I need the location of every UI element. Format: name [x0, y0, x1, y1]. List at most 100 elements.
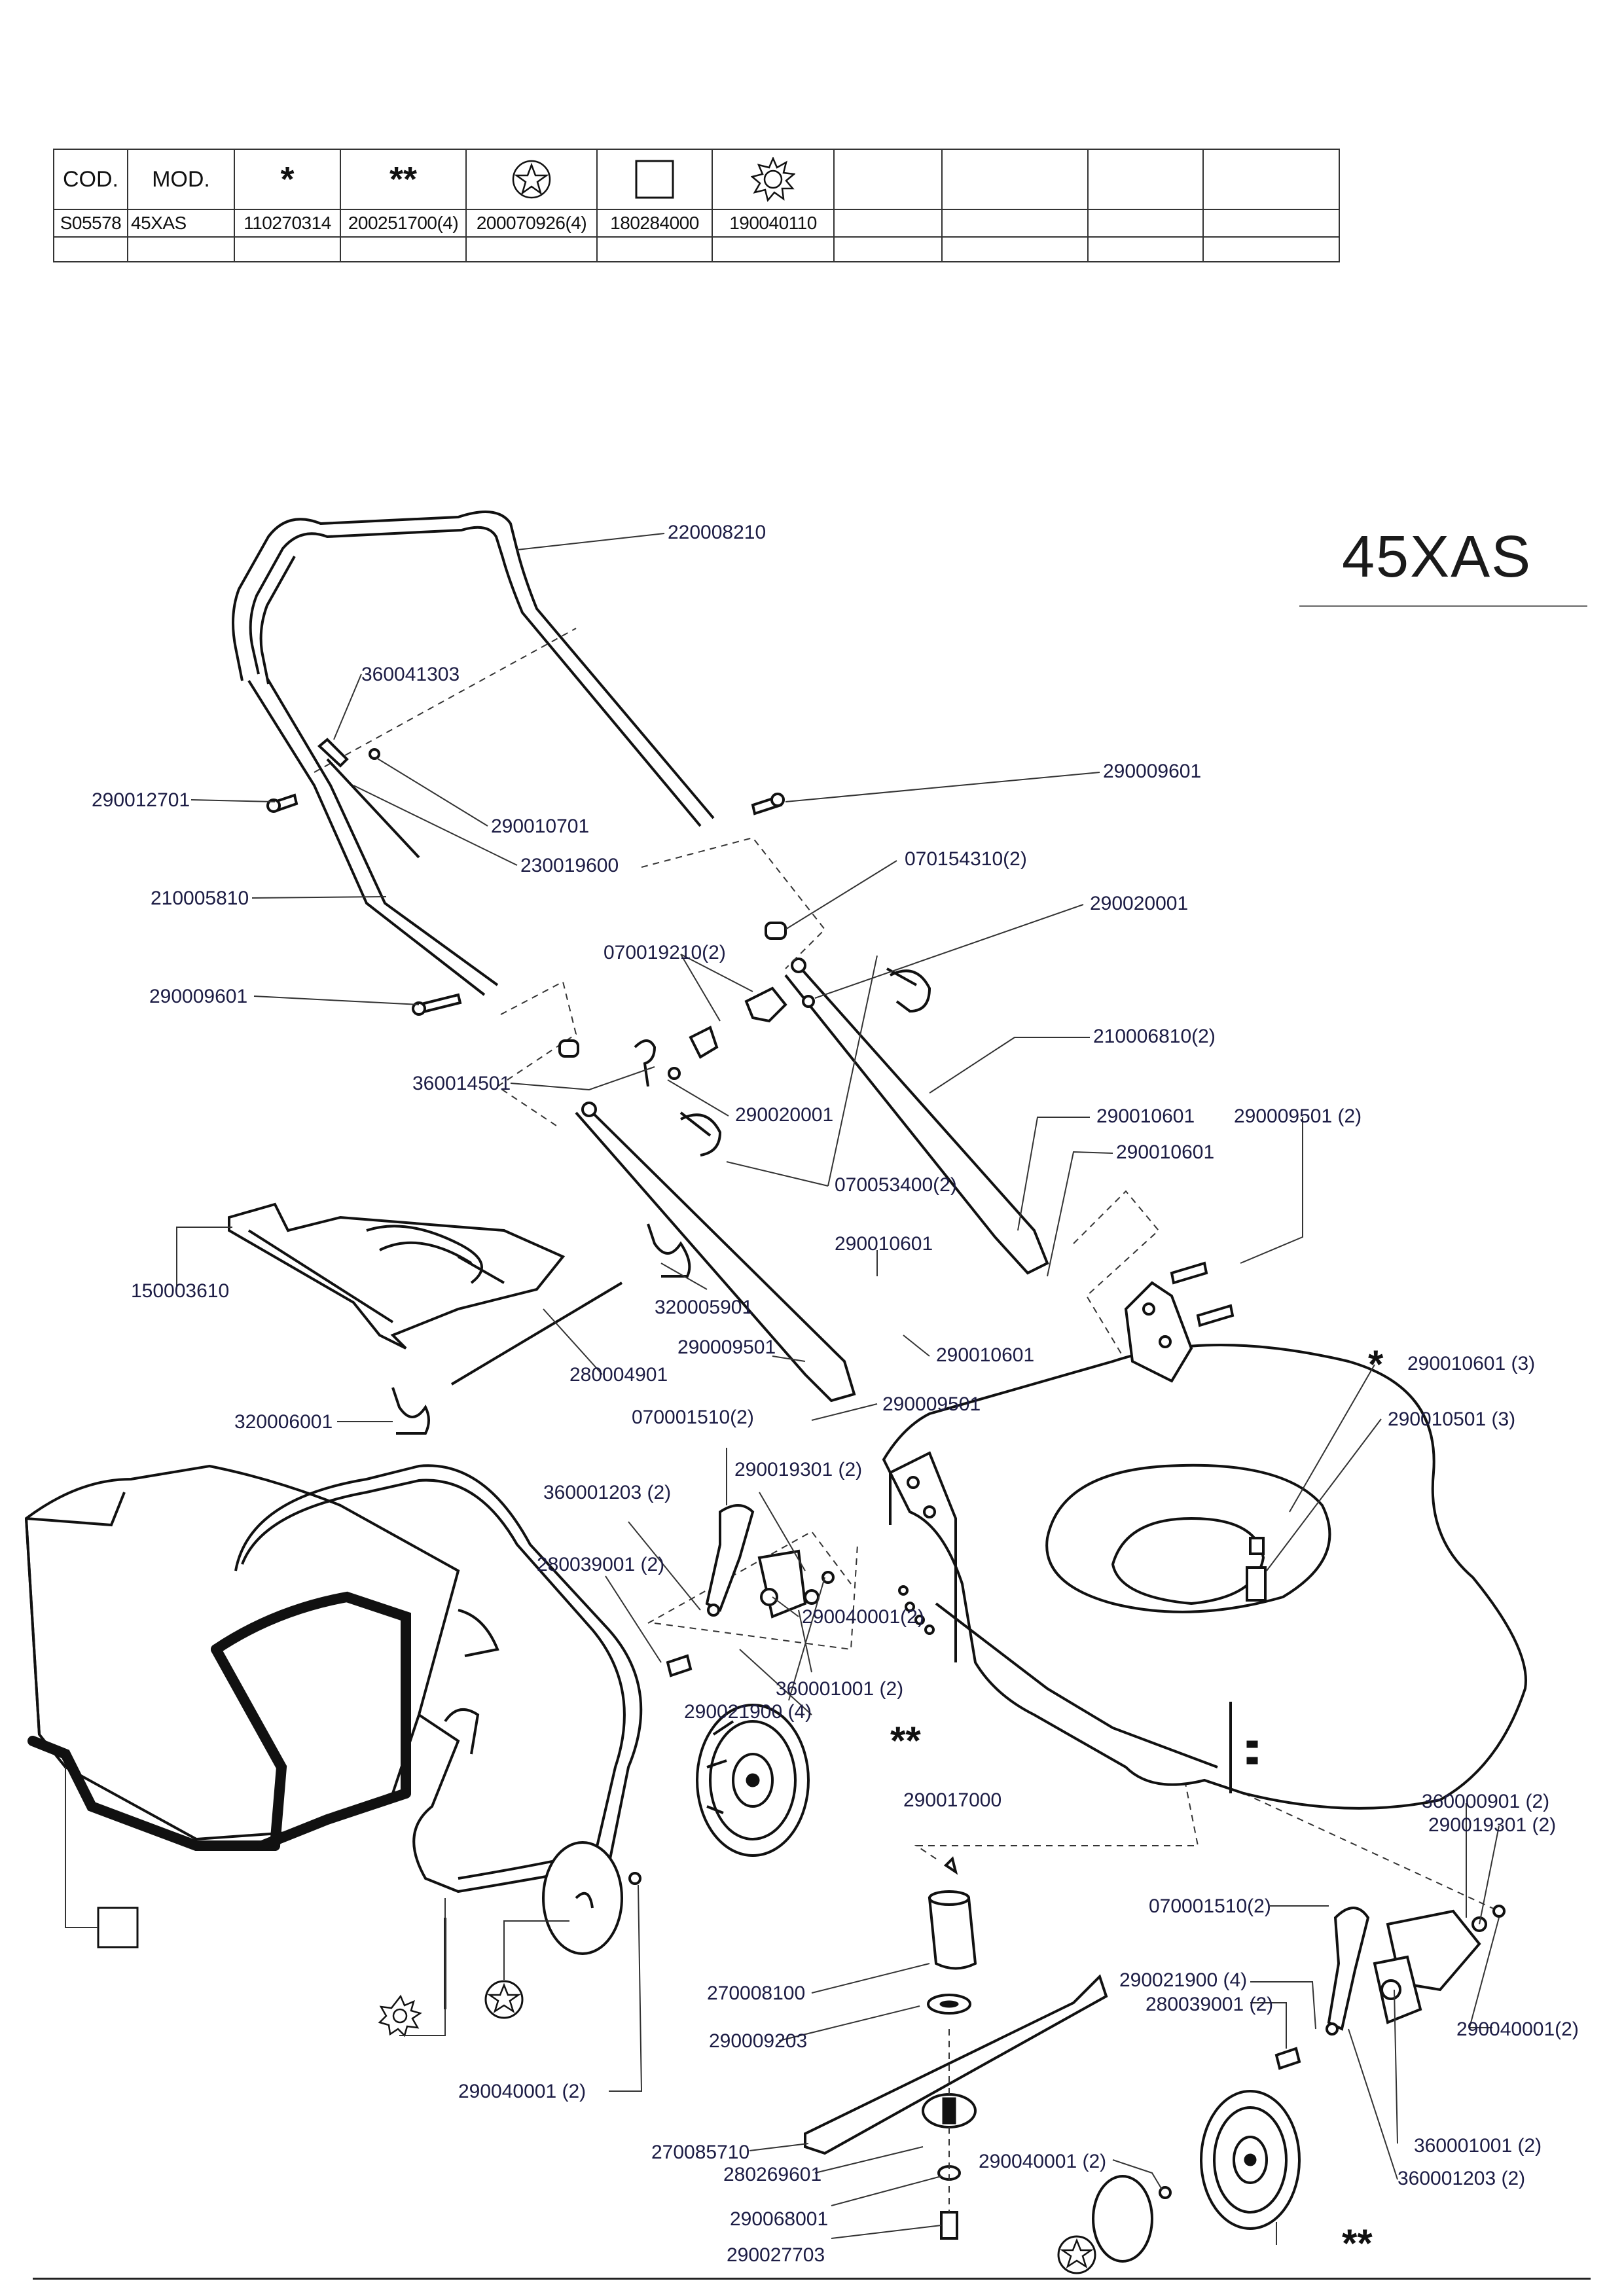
- label-280269601: 280269601: [723, 2164, 821, 2185]
- label-290020001-mid: 290020001: [735, 1104, 833, 1126]
- label-290009501-b: 290009501: [882, 1393, 981, 1415]
- label-270085710: 270085710: [651, 2142, 749, 2163]
- label-290019301-front: 290019301 (2): [734, 1459, 862, 1480]
- model-title: 45XAS: [1342, 524, 1532, 590]
- label-360000901: 360000901 (2): [1422, 1791, 1549, 1812]
- blade-assembly: [804, 1856, 1108, 2240]
- label-070154310: 070154310(2): [905, 848, 1027, 870]
- label-290010601-b: 290010601: [1116, 1141, 1214, 1163]
- label-290009501-a: 290009501: [677, 1336, 776, 1358]
- front-wheel-double-asterisk: **: [890, 1719, 921, 1763]
- label-210006810: 210006810(2): [1093, 1026, 1216, 1047]
- label-290020001-top: 290020001: [1090, 893, 1188, 914]
- header-empty-3: [1087, 149, 1204, 210]
- label-290019301-rear: 290019301 (2): [1428, 1814, 1556, 1836]
- header-cod: COD.: [53, 149, 128, 210]
- label-360001001-rear: 360001001 (2): [1414, 2135, 1542, 2157]
- front-wheel: [696, 1704, 810, 1857]
- header-double-asterisk: **: [340, 149, 467, 210]
- part-labels: 220008210 360041303 290009601 290012701 …: [92, 522, 1579, 2266]
- label-070053400: 070053400(2): [835, 1174, 957, 1196]
- label-290010601-c: 290010601: [835, 1233, 933, 1255]
- label-290040001-rear: 290040001(2): [1456, 2018, 1579, 2040]
- label-360041303: 360041303: [361, 664, 460, 685]
- cell-empty-3: [1087, 209, 1204, 238]
- label-150003610: 150003610: [131, 1280, 229, 1302]
- label-320005901: 320005901: [655, 1297, 753, 1318]
- star-circle-symbol-hubcap-2: [1057, 2235, 1096, 2274]
- upper-handle-fasteners: [266, 738, 785, 1016]
- label-290009203: 290009203: [709, 2030, 807, 2052]
- label-290010501: 290010501 (3): [1388, 1408, 1515, 1430]
- label-290009601-top: 290009601: [1103, 761, 1201, 782]
- cell-sun: 190040110: [712, 209, 835, 238]
- rear-wheel-double-asterisk: **: [1342, 2221, 1373, 2265]
- label-290021900-front: 290021900 (4): [684, 1701, 812, 1723]
- table-blank-row: [53, 236, 1340, 262]
- header-mod: MOD.: [127, 149, 235, 210]
- label-230019600: 230019600: [520, 855, 619, 876]
- label-290068001: 290068001: [730, 2208, 828, 2230]
- star-circle-symbol-hubcap: [484, 1980, 524, 2019]
- square-icon: [635, 160, 674, 199]
- springs: [391, 1223, 691, 1435]
- cell-cod: S05578: [53, 209, 128, 238]
- lower-handle-bars: [575, 958, 1049, 1403]
- rear-height-adjuster: [1274, 1905, 1506, 2070]
- label-290010601-a: 290010601: [1096, 1105, 1195, 1127]
- sun-symbol-bag: [378, 1994, 422, 2037]
- label-070019210: 070019210(2): [604, 942, 726, 963]
- label-360014501: 360014501: [412, 1073, 511, 1094]
- rear-flap-rod: [450, 1282, 623, 1386]
- label-290040001-hubcap: 290040001 (2): [458, 2081, 586, 2102]
- cell-double-asterisk: 200251700(4): [340, 209, 467, 238]
- page-bottom-rule: [33, 2278, 1591, 2280]
- label-070001510-front: 070001510(2): [632, 1407, 754, 1428]
- header-square: [596, 149, 713, 210]
- label-290027703: 290027703: [727, 2244, 825, 2266]
- header-sun: [712, 149, 835, 210]
- label-290010701: 290010701: [491, 816, 589, 837]
- rear-wheel: [1200, 2090, 1301, 2230]
- header-empty-1: [833, 149, 943, 210]
- cell-empty-4: [1202, 209, 1340, 238]
- label-290009501-2: 290009501 (2): [1234, 1105, 1362, 1127]
- leader-lines: [65, 533, 1500, 2245]
- sun-icon: [751, 157, 795, 202]
- label-290010601-3: 290010601 (3): [1407, 1353, 1535, 1374]
- cell-asterisk: 110270314: [234, 209, 341, 238]
- label-270008100: 270008100: [707, 1982, 805, 2004]
- label-290017000: 290017000: [903, 1789, 1001, 1811]
- table-value-row: S05578 45XAS 110270314 200251700(4) 2000…: [53, 209, 1340, 238]
- model-code-table: COD. MOD. * **: [53, 149, 1340, 262]
- label-280004901: 280004901: [569, 1364, 668, 1386]
- header-empty-4: [1202, 149, 1340, 210]
- label-320006001: 320006001: [234, 1411, 333, 1433]
- label-290040001-front: 290040001(2): [802, 1606, 924, 1628]
- rear-flap: [228, 1202, 566, 1350]
- model-title-rule: [1299, 605, 1587, 607]
- label-070001510-rear: 070001510(2): [1149, 1895, 1271, 1917]
- cell-empty-1: [833, 209, 943, 238]
- label-280039001-front: 280039001 (2): [537, 1554, 664, 1575]
- label-360001001-front: 360001001 (2): [776, 1678, 903, 1700]
- label-290021900-rear: 290021900 (4): [1119, 1969, 1247, 1991]
- cell-square: 180284000: [596, 209, 713, 238]
- header-empty-2: [941, 149, 1089, 210]
- deck-single-asterisk: *: [1368, 1342, 1384, 1386]
- upper-handle: [232, 511, 715, 996]
- star-in-circle-icon: [512, 160, 551, 199]
- header-single-asterisk: *: [234, 149, 341, 210]
- label-210005810: 210005810: [151, 888, 249, 909]
- square-symbol-bag: [97, 1907, 139, 1948]
- handle-bracket: [1124, 1261, 1235, 1383]
- label-220008210: 220008210: [668, 522, 766, 543]
- header-star-circle: [465, 149, 598, 210]
- label-360001203-rear: 360001203 (2): [1398, 2168, 1525, 2189]
- label-290012701: 290012701: [92, 789, 190, 811]
- cell-empty-2: [941, 209, 1089, 238]
- grass-catcher-bag: [24, 1464, 460, 1851]
- table-header-row: COD. MOD. * **: [53, 149, 1340, 210]
